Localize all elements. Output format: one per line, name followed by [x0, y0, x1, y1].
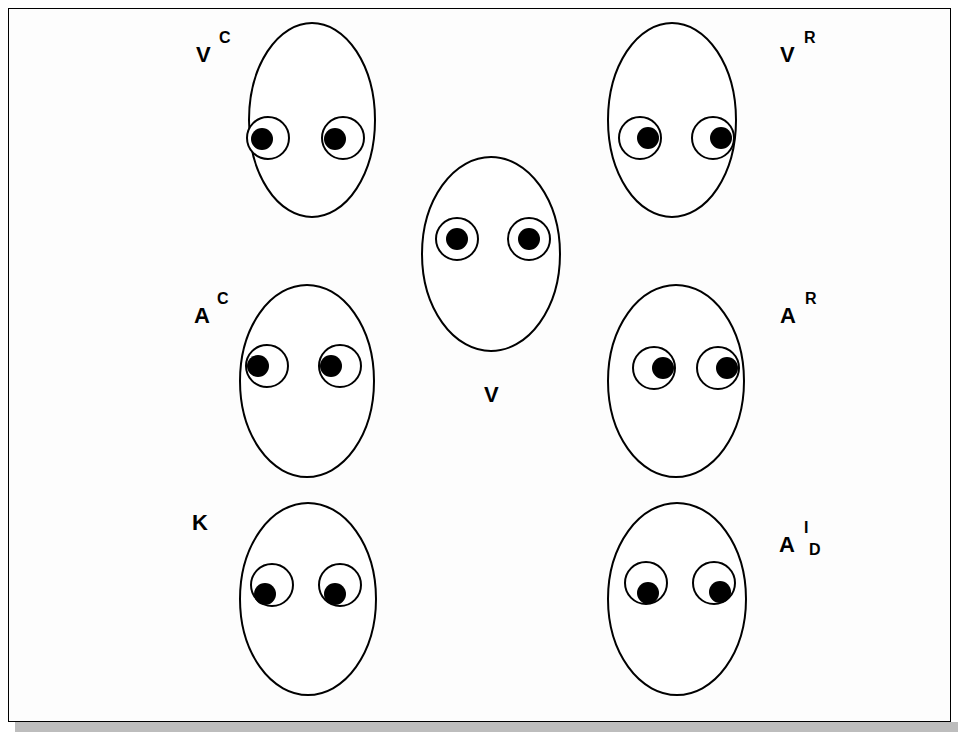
- superscript-letter: I: [804, 520, 808, 536]
- condition-letter: V: [484, 384, 499, 406]
- pupil: [247, 127, 738, 605]
- superscript-letter: R: [804, 30, 816, 46]
- condition-letter: K: [192, 512, 208, 534]
- condition-letter: V: [780, 44, 795, 66]
- superscript-letter: C: [219, 30, 231, 46]
- condition-letter: A: [194, 305, 210, 327]
- subscript-letter: D: [809, 542, 821, 558]
- condition-letter: A: [780, 305, 796, 327]
- condition-letter: A: [779, 534, 795, 556]
- face: [240, 23, 746, 695]
- condition-letter: V: [196, 44, 211, 66]
- superscript-letter: C: [217, 291, 229, 307]
- superscript-letter: R: [805, 291, 817, 307]
- frame: [9, 9, 951, 722]
- frame-shadow: [15, 722, 958, 732]
